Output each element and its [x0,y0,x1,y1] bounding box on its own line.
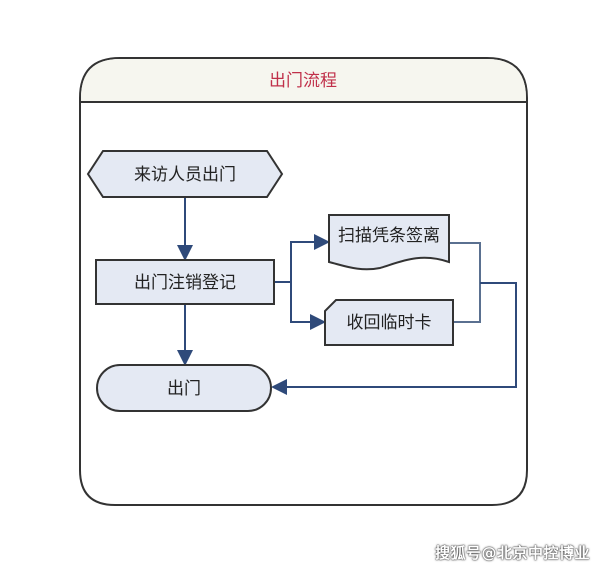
scan-document-node [328,214,450,271]
connectors [177,198,517,395]
card-node [324,299,454,346]
exit-node [96,364,272,412]
start-node [86,150,284,198]
diagram-title: 出门流程 [269,71,337,91]
edge-to-scan [290,234,330,282]
start-label: 来访人员出门 [134,165,236,185]
register-label: 出门注销登记 [134,273,236,293]
card-label: 收回临时卡 [347,313,432,333]
scan-label: 扫描凭条签离 [338,226,440,246]
edge-to-card [290,282,326,330]
exit-label: 出门 [167,379,201,399]
edge-merge-exit [271,282,517,395]
register-node [95,259,275,305]
watermark: 搜狐号@北京中控博业 [434,544,590,562]
header-band [81,59,526,102]
